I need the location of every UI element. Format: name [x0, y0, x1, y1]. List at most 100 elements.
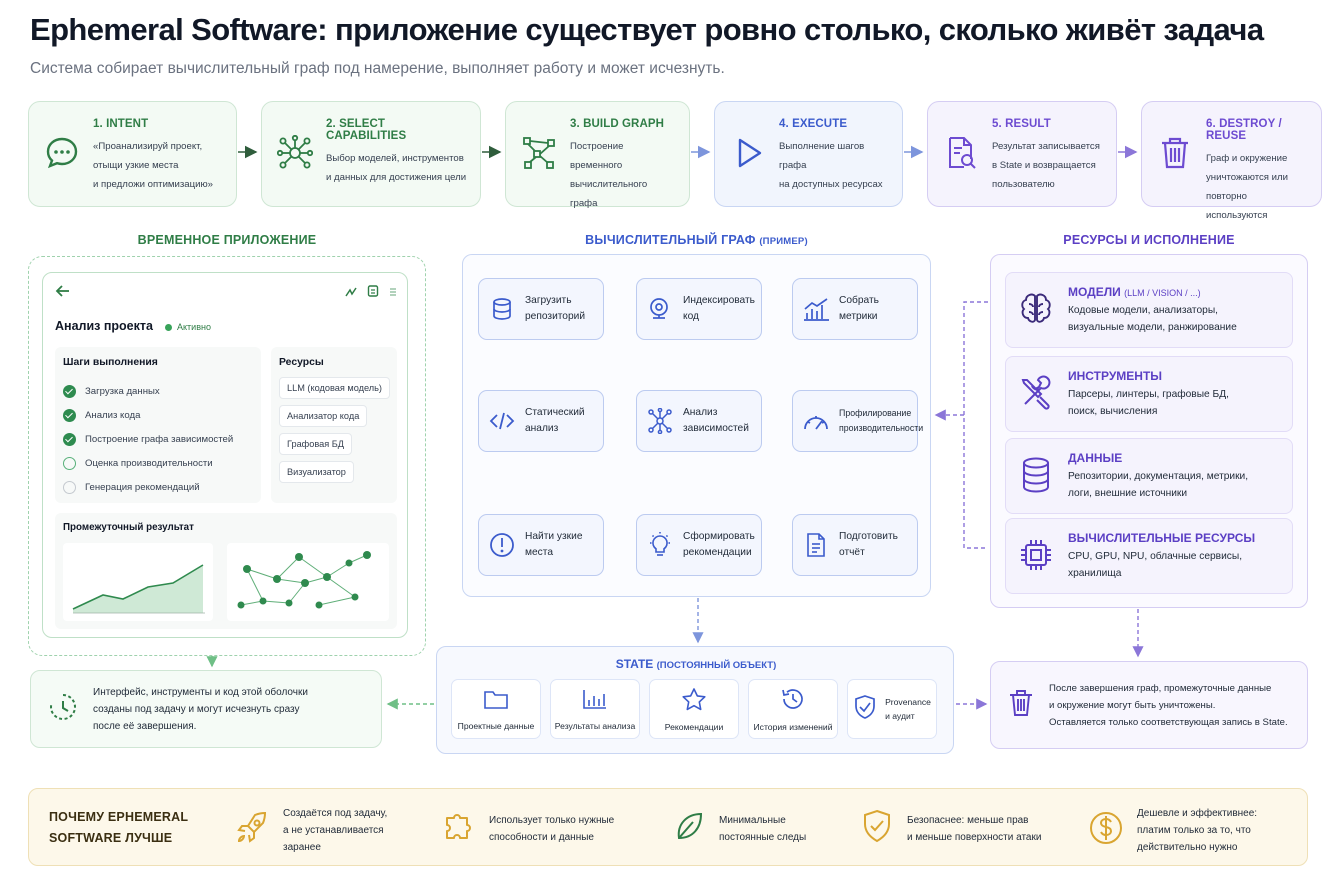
chip-icon [1016, 535, 1056, 575]
step-desc-line: уничтожаются или [1206, 172, 1288, 183]
note-line: Оставляется только соответствующая запис… [1049, 716, 1288, 728]
report-icon [802, 531, 830, 559]
resource-line: Репозитории, документация, метрики, [1068, 471, 1249, 482]
section-title-resources: РЕСУРСЫ И ИСПОЛНЕНИЕ [1063, 233, 1235, 247]
code-icon [488, 407, 516, 435]
index-search-icon [646, 295, 674, 323]
step-desc-line: в State и возвращается [992, 160, 1096, 171]
resource-title: ИНСТРУМЕНТЫ [1068, 369, 1163, 383]
step-desc-line: отыщи узкие места [93, 160, 179, 171]
graph-node-static-analysis: Статический анализ [478, 390, 604, 452]
resource-line: хранилища [1068, 568, 1122, 579]
step-desc-line: на доступных ресурсах [779, 179, 883, 190]
rocket-icon [233, 809, 271, 852]
dependency-icon [646, 407, 674, 435]
why-line: Дешевле и эффективнее: [1137, 808, 1258, 819]
note-line: и окружение могут быть уничтожены. [1049, 699, 1216, 711]
node-label: производительности [839, 423, 924, 433]
exec-step-label: Загрузка данных [85, 385, 160, 397]
node-label: Индексировать [683, 295, 755, 306]
gauge-icon [802, 407, 830, 435]
node-label: Анализ [683, 407, 718, 418]
state-box: STATE (ПОСТОЯННЫЙ ОБЪЕКТ) Проектные данн… [436, 646, 954, 754]
step-desc-line: «Проанализируй проект, [93, 141, 203, 152]
step-destroy-reuse: 6. DESTROY / REUSE Граф и окружение унич… [1141, 101, 1322, 221]
network-graph-thumbnail [227, 543, 389, 621]
document-search-icon [940, 132, 982, 174]
step-desc-line: повторно используются [1206, 191, 1268, 221]
resource-card-compute: ВЫЧИСЛИТЕЛЬНЫЕ РЕСУРСЫ CPU, GPU, NPU, об… [1005, 518, 1293, 594]
clipboard-icon[interactable] [367, 284, 379, 302]
node-label: репозиторий [525, 311, 586, 322]
node-label: анализ [525, 423, 559, 434]
exec-step: Анализ кода [63, 403, 261, 427]
graph-node-collect-metrics: Собрать метрики [792, 278, 918, 340]
step-desc-line: Выполнение шагов графа [779, 141, 865, 171]
check-done-icon [63, 384, 76, 398]
why-item: Безопаснее: меньше прав и меньше поверхно… [859, 808, 1041, 849]
node-label: места [525, 547, 553, 558]
node-label: Собрать [839, 295, 879, 306]
temporary-app-frame [28, 256, 426, 656]
resource-card-tools: ИНСТРУМЕНТЫ Парсеры, линтеры, графовые Б… [1005, 356, 1293, 432]
menu-icon[interactable] [388, 285, 398, 303]
node-label: Статический [525, 407, 585, 418]
exec-step-label: Анализ кода [85, 409, 141, 421]
brain-icon [1016, 289, 1056, 329]
node-label: метрики [839, 311, 878, 322]
check-done-icon [63, 432, 76, 446]
back-arrow-icon[interactable] [55, 283, 71, 304]
node-label: Найти узкие [525, 531, 583, 542]
resource-chip: Визуализатор [279, 461, 354, 483]
why-line: действительно нужно [1137, 842, 1238, 853]
resource-line: поиск, вычисления [1068, 406, 1158, 417]
step-title: 2. SELECT CAPABILITIES [326, 118, 407, 142]
graph-node-load-repo: Загрузить репозиторий [478, 278, 604, 340]
note-line: Интерфейс, инструменты и код этой оболоч… [93, 686, 308, 698]
steps-panel: Шаги выполнения Загрузка данных Анализ к… [55, 347, 261, 503]
tools-icon [1016, 373, 1056, 413]
step-intent: 1. INTENT «Проанализируй проект, отыщи у… [28, 101, 237, 207]
interim-result-panel: Промежуточный результат [55, 513, 397, 629]
why-line: Создаётся под задачу, [283, 808, 388, 819]
step-title: 4. EXECUTE [779, 118, 848, 130]
temporary-app-window: Анализ проекта Активно Шаги выполнения З… [42, 272, 408, 638]
why-line: способности и данные [489, 831, 594, 843]
history-icon [780, 687, 806, 716]
resource-line: Кодовые модели, анализаторы, [1068, 305, 1218, 316]
state-item-analysis-results: Результаты анализа [550, 679, 640, 739]
interim-result-title: Промежуточный результат [63, 522, 194, 533]
section-title-graph-main: ВЫЧИСЛИТЕЛЬНЫЙ ГРАФ [585, 233, 756, 247]
exec-step-label: Оценка производительности [85, 457, 213, 469]
resource-line: логи, внешние источники [1068, 488, 1188, 499]
resource-title: ДАННЫЕ [1068, 451, 1123, 465]
shield-icon [859, 808, 895, 849]
step-desc-line: Выбор моделей, инструментов [326, 153, 464, 164]
step-result: 5. RESULT Результат записывается в State… [927, 101, 1117, 207]
dollar-icon [1087, 809, 1125, 852]
exec-step: Построение графа зависимостей [63, 427, 261, 451]
why-line: Безопаснее: меньше прав [907, 814, 1029, 826]
note-line: созданы под задачу и могут исчезнуть сра… [93, 703, 300, 715]
why-line: Минимальные [719, 814, 786, 826]
exec-step: Генерация рекомендаций [63, 475, 261, 499]
activity-icon[interactable] [345, 285, 357, 303]
resource-line: Парсеры, линтеры, графовые БД, [1068, 389, 1229, 400]
step-desc-line: Граф и окружение [1206, 153, 1288, 164]
graph-node-find-bottlenecks: Найти узкие места [478, 514, 604, 576]
check-done-icon [63, 408, 76, 422]
node-label: Загрузить [525, 295, 572, 306]
why-ephemeral-banner: ПОЧЕМУ EPHEMERAL SOFTWARE ЛУЧШЕ Создаётс… [28, 788, 1308, 866]
why-item: Создаётся под задачу,а не устанавливаетс… [233, 805, 387, 856]
why-line: и меньше поверхности атаки [907, 831, 1042, 843]
state-title-main: STATE [615, 657, 654, 671]
resource-card-models: МОДЕЛИ (LLM / VISION / ...) Кодовые моде… [1005, 272, 1293, 348]
app-ephemeral-note: Интерфейс, инструменты и код этой оболоч… [30, 670, 382, 748]
state-item-label: Результаты анализа [554, 720, 636, 731]
step-desc-line: вычислительного графа [570, 179, 648, 209]
timer-icon [47, 691, 79, 728]
trash-icon [1007, 688, 1035, 723]
